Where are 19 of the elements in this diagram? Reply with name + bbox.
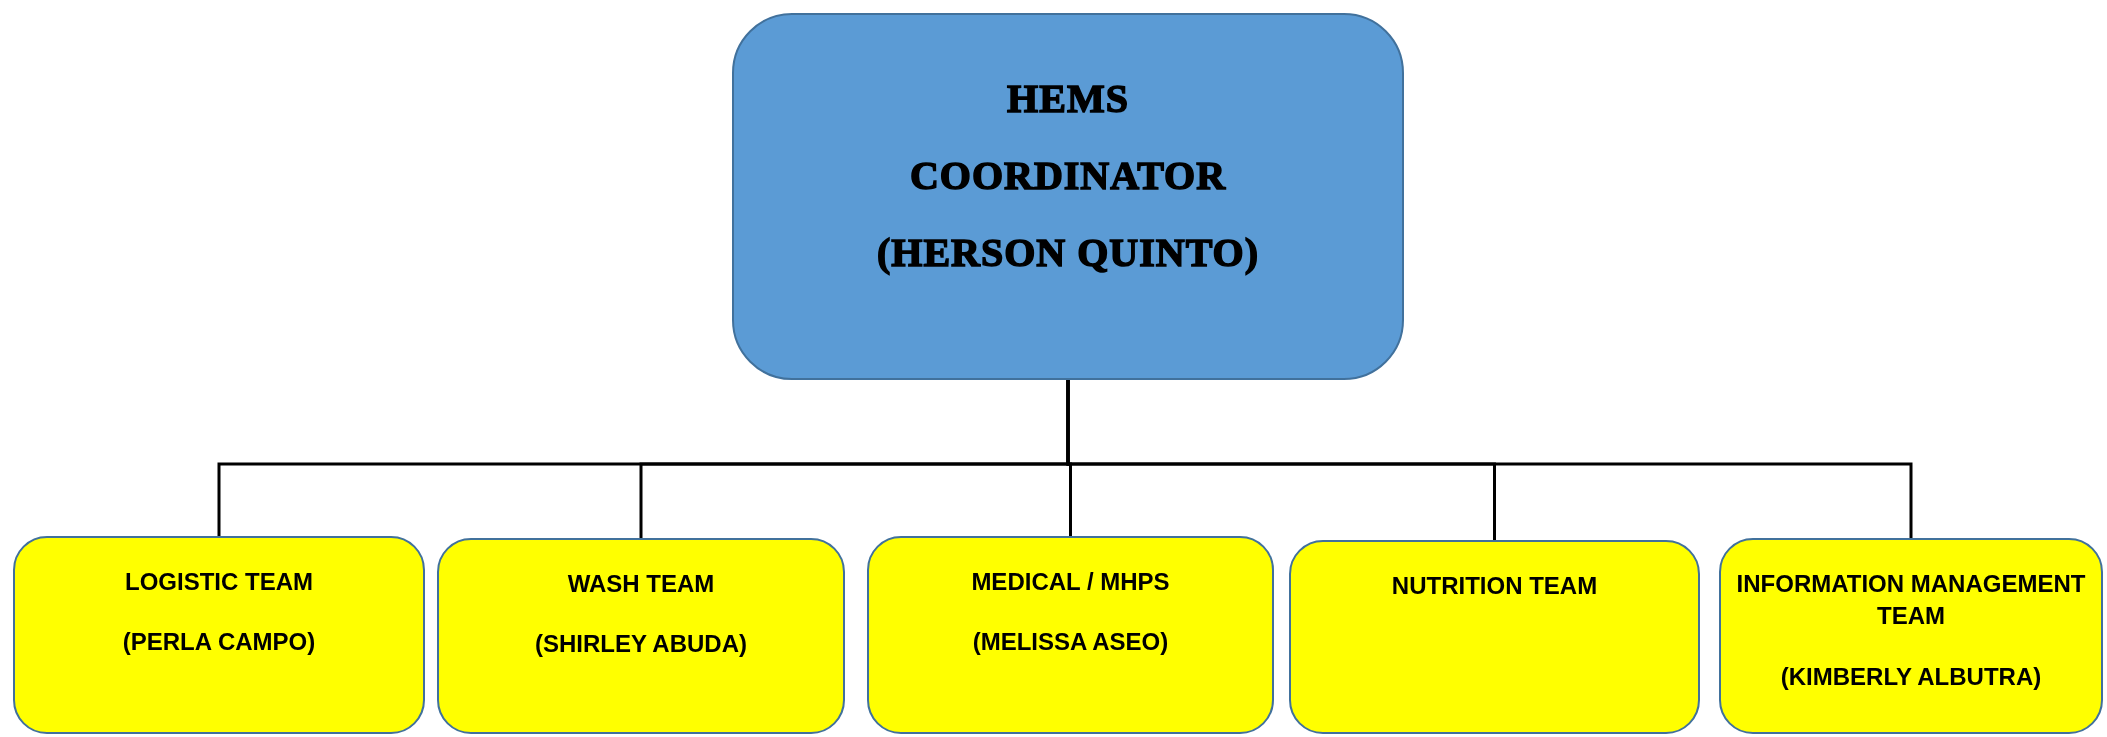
person-name: (KIMBERLY ALBUTRA): [1780, 661, 2042, 692]
person-name: COORDINATOR: [909, 152, 1227, 199]
team-name: LOGISTIC TEAM: [125, 567, 313, 597]
person-name: (MELISSA ASEO): [972, 627, 1169, 658]
team-box: [1289, 540, 1700, 734]
team-name: INFORMATION MANAGEMENT TEAM: [1735, 569, 2087, 632]
team-box: [13, 536, 425, 734]
person-name: (SHIRLEY ABUDA): [535, 629, 747, 660]
team-name: WASH TEAM: [567, 569, 715, 599]
person-name: (HERSON QUINTO): [876, 229, 1260, 276]
person-name: (PERLA CAMPO): [122, 627, 316, 658]
coordinator-box: [732, 13, 1404, 380]
connector-line: [1066, 380, 1913, 538]
team-box: [1719, 538, 2103, 734]
team-box: [437, 538, 845, 734]
team-box: [867, 536, 1274, 734]
team-name: MEDICAL / MHPS: [971, 567, 1170, 597]
team-name: NUTRITION TEAM: [1391, 571, 1598, 601]
role-title: HEMS: [1007, 75, 1129, 122]
